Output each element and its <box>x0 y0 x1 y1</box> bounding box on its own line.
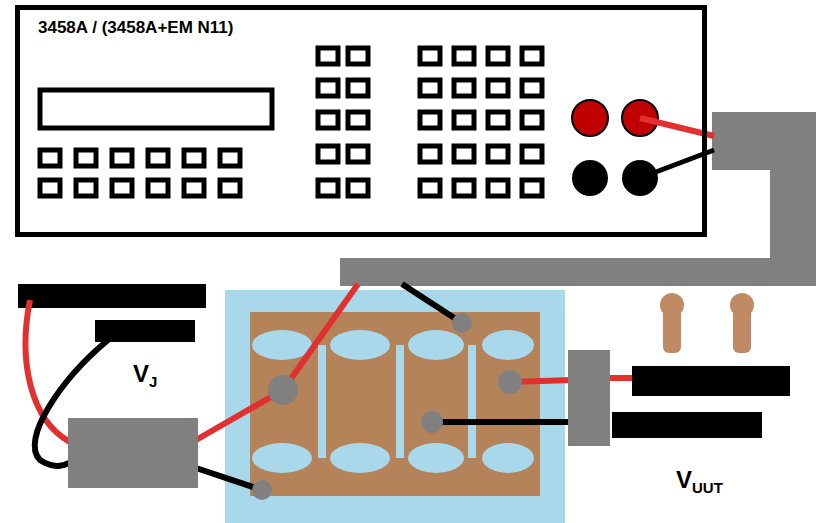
red-wire <box>608 375 636 381</box>
input-terminal-lo <box>572 160 608 196</box>
junction-lead-black <box>95 320 195 342</box>
meter-buttons <box>40 48 542 196</box>
black-wire <box>432 419 572 425</box>
uut-connector <box>568 350 610 446</box>
red-wire <box>283 284 358 390</box>
input-terminal-hi <box>572 100 608 136</box>
junction-lead-red <box>18 284 206 308</box>
voltage-label: VUUT <box>676 466 723 496</box>
strip-separators <box>252 330 534 473</box>
screws <box>660 293 754 353</box>
voltage-label: VJ <box>133 360 157 390</box>
red-wire <box>26 300 70 442</box>
junction-connector <box>68 418 198 488</box>
black-wire <box>196 468 262 490</box>
cable <box>340 112 816 286</box>
red-wire <box>196 390 283 440</box>
connection-points <box>252 313 522 500</box>
board-base <box>225 290 565 523</box>
meter-display <box>40 90 272 128</box>
instrument-model: 3458A / (3458A+EM N11) <box>38 18 702 38</box>
terminal-strip <box>250 312 540 496</box>
multimeter-front-panel: 3458A / (3458A+EM N11) <box>15 5 707 237</box>
uut-lead-black <box>612 412 762 438</box>
uut-lead-red <box>632 366 790 396</box>
black-wire <box>402 284 462 323</box>
